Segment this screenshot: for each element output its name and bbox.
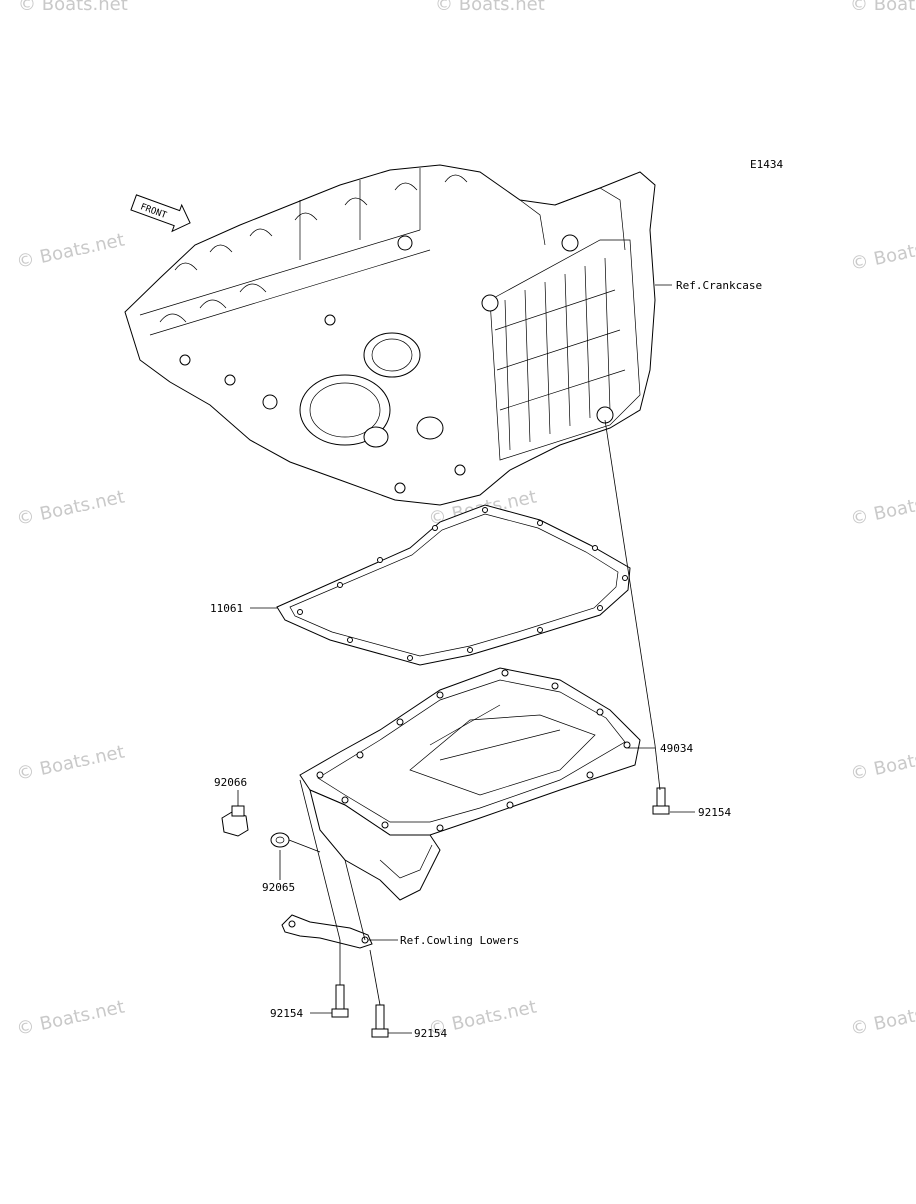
drain-plug (221, 805, 249, 837)
part-label-bolt-left: 92154 (270, 1007, 303, 1020)
ref-cowling-label: Ref.Cowling Lowers (400, 934, 519, 947)
watermark: © Boats.net (15, 997, 127, 1040)
part-label-oil-pan: 49034 (660, 742, 693, 755)
bolt-center (371, 1004, 389, 1038)
part-label-bolt-right: 92154 (698, 806, 731, 819)
part-label-gasket: 11061 (210, 602, 243, 615)
watermark: © Boats.net (850, 0, 916, 15)
watermark: © Boats.net (849, 997, 916, 1040)
diagram-code: E1434 (750, 158, 783, 171)
part-label-bolt-center: 92154 (414, 1027, 447, 1040)
watermark: © Boats.net (849, 487, 916, 530)
watermark: © Boats.net (435, 0, 545, 15)
bolt-right (652, 787, 670, 815)
front-arrow-icon: FRONT (130, 194, 191, 233)
part-label-drain-plug: 92066 (214, 776, 247, 789)
watermark: © Boats.net (18, 0, 128, 15)
leader-lines (237, 284, 695, 1034)
watermark: © Boats.net (849, 742, 916, 785)
crankcase-drawing (124, 164, 656, 506)
part-label-washer: 92065 (262, 881, 295, 894)
cowling-bracket (281, 914, 373, 949)
oil-pan (299, 667, 641, 901)
watermark: © Boats.net (849, 232, 916, 275)
watermark: © Boats.net (15, 487, 127, 530)
bolt-left (331, 984, 349, 1018)
watermark: © Boats.net (15, 742, 127, 785)
oil-pan-gasket (276, 504, 631, 666)
ref-crankcase-label: Ref.Crankcase (676, 279, 762, 292)
washer (270, 832, 290, 848)
watermark: © Boats.net (15, 230, 127, 273)
